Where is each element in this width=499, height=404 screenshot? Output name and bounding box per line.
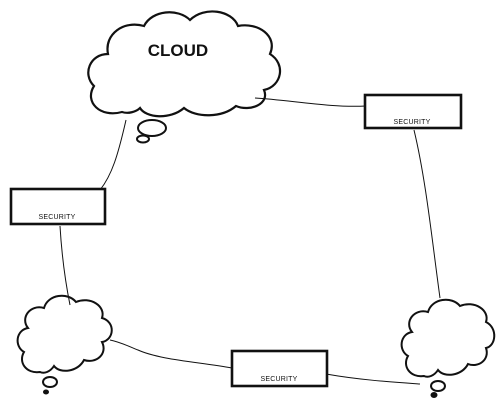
cloud-bottom-left-puff-small bbox=[43, 389, 49, 395]
main-cloud-label: CLOUD bbox=[148, 41, 208, 60]
connectors bbox=[59, 97, 441, 385]
main-cloud-puff-large bbox=[137, 119, 167, 137]
security-box-bottom-frame bbox=[230, 349, 329, 388]
main-cloud: CLOUD bbox=[87, 10, 281, 144]
security-box-top-right-label: SECURITY bbox=[394, 119, 431, 126]
cloud-bottom-right bbox=[400, 298, 496, 398]
main-cloud-puff-small bbox=[136, 134, 150, 144]
edge-security-bottom-to-cloud-left bbox=[109, 339, 233, 369]
edge-security-left-to-cloud bbox=[99, 119, 127, 191]
security-box-bottom-label: SECURITY bbox=[261, 376, 298, 383]
cloud-bottom-right-puff-large bbox=[430, 380, 446, 392]
cloud-bottom-right-puff-small bbox=[430, 392, 438, 398]
edge-cloud-right-to-security-bottom bbox=[325, 373, 421, 385]
security-box-left-label: SECURITY bbox=[39, 214, 76, 221]
security-box-top-right: SECURITY bbox=[363, 93, 463, 130]
security-box-left: SECURITY bbox=[9, 187, 107, 226]
edge-cloud-to-security-top-right bbox=[254, 97, 367, 107]
cloud-bottom-left-puff-large bbox=[42, 376, 58, 388]
cloud-bottom-left-shape bbox=[16, 294, 113, 374]
cloud-bottom-left bbox=[16, 294, 113, 395]
edge-security-top-right-to-cloud-right bbox=[413, 129, 441, 299]
cloud-bottom-right-shape bbox=[400, 298, 496, 378]
security-box-top-right-frame bbox=[363, 93, 463, 130]
main-cloud-shape bbox=[87, 10, 281, 118]
edge-cloud-left-to-security-left bbox=[59, 225, 71, 306]
security-box-bottom: SECURITY bbox=[230, 349, 329, 388]
security-box-left-frame bbox=[9, 187, 107, 226]
